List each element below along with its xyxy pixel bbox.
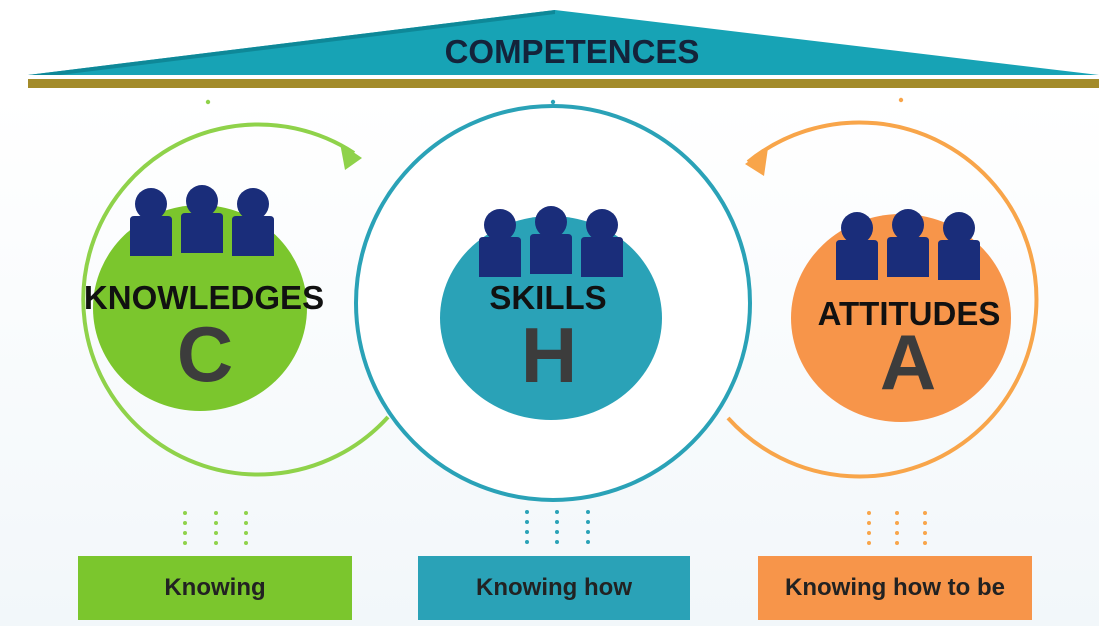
knowledges-circle bbox=[93, 205, 307, 411]
knowledges-title: KNOWLEDGES bbox=[84, 279, 324, 316]
roof-shade bbox=[28, 10, 555, 75]
knowing-how-to-be-label-box: Knowing how to be bbox=[758, 556, 1032, 620]
people-group-icon bbox=[836, 209, 980, 280]
connector-dot-orange bbox=[898, 97, 904, 103]
attitudes-letter: A bbox=[880, 318, 936, 406]
skills-title: SKILLS bbox=[489, 279, 606, 316]
people-group-icon bbox=[130, 185, 274, 256]
people-group-icon bbox=[479, 206, 623, 277]
connector-dots-orange bbox=[867, 511, 927, 545]
connector-dot-green bbox=[205, 99, 211, 105]
knowing-how-label-box: Knowing how bbox=[418, 556, 690, 620]
knowing-label-box: Knowing bbox=[78, 556, 352, 620]
roof bbox=[28, 10, 1099, 75]
diagram-title: COMPETENCES bbox=[445, 33, 700, 70]
knowing-how-label: Knowing how bbox=[476, 574, 632, 601]
attitudes-ring bbox=[726, 120, 1039, 479]
knowledges-ring bbox=[81, 122, 390, 477]
knowing-how-to-be-label: Knowing how to be bbox=[785, 574, 1005, 601]
connector-dots-teal bbox=[525, 510, 590, 544]
arrow-head-green bbox=[340, 143, 362, 170]
arrow-head-orange bbox=[745, 148, 768, 176]
connector-dots-green bbox=[183, 511, 248, 545]
knowledges-letter: C bbox=[177, 310, 233, 398]
connector-dot-teal bbox=[550, 99, 556, 105]
skills-letter: H bbox=[521, 311, 577, 399]
roof-beam bbox=[28, 79, 1099, 88]
knowing-label: Knowing bbox=[164, 574, 266, 601]
attitudes-title: ATTITUDES bbox=[818, 295, 1001, 332]
